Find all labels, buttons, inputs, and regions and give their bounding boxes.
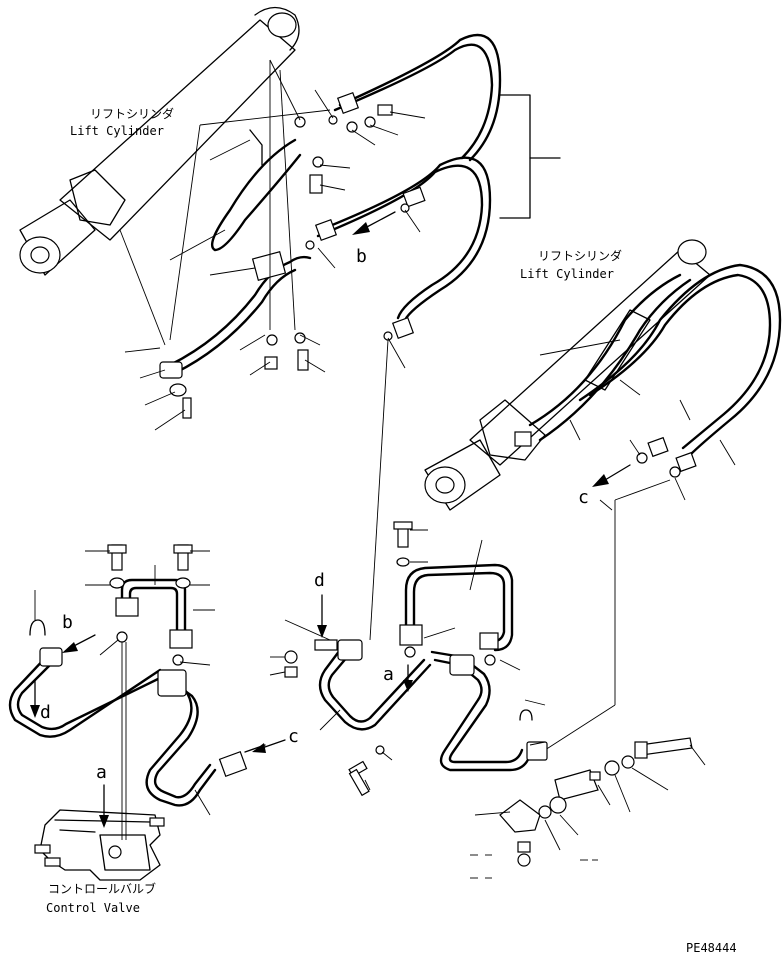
left-lift-cylinder xyxy=(19,6,331,276)
leader-lines-right-cylinder xyxy=(539,339,736,511)
leader-lines-top-left xyxy=(119,59,426,431)
lower-left-pipe-assembly xyxy=(8,544,266,807)
ref-label-b-top: b xyxy=(356,246,367,267)
left-lift-cylinder-label-en: Lift Cylinder xyxy=(70,124,164,138)
control-valve xyxy=(34,809,165,881)
ref-label-a-lower-left: a xyxy=(96,762,107,783)
arrow-b-top xyxy=(352,211,396,235)
ref-label-d-lower: d xyxy=(40,702,51,723)
arrow-c-lower xyxy=(252,739,286,753)
right-lift-cylinder-label-jp: リフトシリンダ xyxy=(538,248,622,263)
left-lift-cylinder-label-jp: リフトシリンダ xyxy=(90,106,174,121)
leader-lines-lower-left xyxy=(34,550,215,840)
arrow-c-right xyxy=(592,464,631,487)
long-connection-lines xyxy=(369,339,671,751)
arrow-a-middle xyxy=(403,664,413,692)
ref-label-d-middle: d xyxy=(314,570,325,591)
ref-label-c-lower: c xyxy=(288,726,299,747)
ref-label-a-middle: a xyxy=(383,664,394,685)
lower-middle-pipe-assembly xyxy=(284,521,548,797)
left-cylinder-pipes xyxy=(159,129,312,419)
control-valve-label-jp: コントロールバルブ xyxy=(48,881,156,896)
ref-label-c-right: c xyxy=(578,487,589,508)
ref-label-b-lower: b xyxy=(62,612,73,633)
drawing-code: PE48444 xyxy=(686,941,737,955)
upper-fittings xyxy=(294,91,426,341)
control-valve-label-en: Control Valve xyxy=(46,901,140,915)
arrow-d-lower xyxy=(30,679,40,718)
right-lift-cylinder-label-en: Lift Cylinder xyxy=(520,267,614,281)
lower-right-bracket xyxy=(499,737,693,867)
leader-lines-lower-middle xyxy=(269,529,546,791)
leader-lines-lower-right xyxy=(470,744,706,879)
arrow-d-middle xyxy=(317,594,327,638)
right-lift-cylinder xyxy=(424,239,782,511)
arrow-b-lower xyxy=(62,634,96,653)
